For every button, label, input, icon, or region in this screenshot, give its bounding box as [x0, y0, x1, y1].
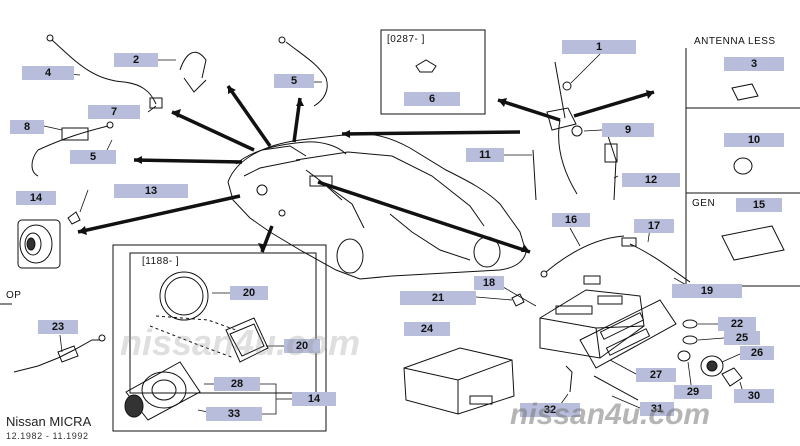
callout-32[interactable]: 32 — [520, 403, 580, 417]
harness-23 — [13, 339, 100, 373]
callout-26[interactable]: 26 — [740, 346, 774, 360]
callout-33[interactable]: 33 — [206, 407, 262, 421]
callout-23[interactable]: 23 — [38, 320, 78, 334]
callout-28[interactable]: 28 — [214, 377, 260, 391]
knob-26 — [700, 355, 724, 377]
callout-5-left[interactable]: 5 — [70, 150, 116, 164]
production-dates: 12.1982 - 11.1992 — [6, 431, 89, 441]
frame-0287 — [380, 29, 486, 115]
grille-20a — [159, 271, 209, 321]
frame-1188-inner — [129, 252, 317, 394]
washer-22 — [682, 319, 698, 329]
callout-31[interactable]: 31 — [640, 402, 674, 416]
sheet-15 — [721, 225, 785, 261]
bracket-31 — [593, 375, 639, 401]
cable-2 — [179, 51, 207, 79]
label-op: OP — [6, 290, 22, 301]
cable-8 — [37, 125, 109, 151]
callout-11[interactable]: 11 — [466, 148, 504, 162]
watermark-main: nissan4u.com — [120, 322, 361, 363]
callout-6[interactable]: 6 — [404, 92, 460, 106]
callout-12[interactable]: 12 — [622, 173, 680, 187]
cable-16 — [545, 235, 625, 273]
callout-27[interactable]: 27 — [636, 368, 676, 382]
label-0287-range: [0287- ] — [387, 34, 425, 45]
label-1188-range: [1188- ] — [142, 256, 180, 267]
callout-24[interactable]: 24 — [404, 322, 450, 336]
callout-14-bottom[interactable]: 14 — [292, 392, 336, 406]
label-antenna-less: ANTENNA LESS — [694, 36, 776, 47]
callout-13[interactable]: 13 — [114, 184, 188, 198]
washer-25 — [682, 335, 698, 345]
model-name: Nissan MICRA — [6, 414, 92, 429]
gasket-20b — [225, 317, 269, 363]
callout-5-top[interactable]: 5 — [274, 74, 314, 88]
callout-20-mid[interactable]: 20 — [284, 339, 320, 353]
speaker-28 — [124, 361, 201, 421]
arrow-heads — [78, 86, 654, 252]
callout-22[interactable]: 22 — [718, 317, 756, 331]
antenna-assembly — [532, 61, 618, 201]
faceplate-27 — [579, 299, 677, 369]
nut-29 — [677, 350, 691, 362]
cable-5-top — [285, 41, 328, 107]
knob-30 — [721, 367, 743, 387]
callout-19[interactable]: 19 — [672, 284, 742, 298]
clip-6 — [415, 59, 437, 73]
plate-3 — [731, 83, 759, 101]
frame-1188 — [112, 244, 327, 432]
callout-18[interactable]: 18 — [474, 276, 504, 290]
label-gen: GEN — [692, 198, 716, 209]
watermark-bottom: nissan4u.com — [510, 398, 711, 431]
callout-2[interactable]: 2 — [114, 53, 158, 67]
cable-4 — [51, 39, 157, 105]
callout-29[interactable]: 29 — [674, 385, 712, 399]
screw-32 — [565, 365, 573, 393]
callout-17[interactable]: 17 — [634, 219, 674, 233]
callout-4[interactable]: 4 — [22, 66, 74, 80]
amplifier-24 — [403, 347, 515, 415]
speaker-14 — [17, 219, 61, 269]
callout-21[interactable]: 21 — [400, 291, 476, 305]
callout-1[interactable]: 1 — [562, 40, 636, 54]
callout-3[interactable]: 3 — [724, 57, 784, 71]
callout-20-top[interactable]: 20 — [230, 286, 268, 300]
callout-15[interactable]: 15 — [736, 198, 782, 212]
callout-25[interactable]: 25 — [724, 331, 760, 345]
cable-17 — [629, 243, 691, 283]
radio-18 — [539, 289, 645, 359]
screw-13 — [67, 211, 81, 225]
grommet-10 — [733, 157, 753, 175]
callout-30[interactable]: 30 — [734, 389, 774, 403]
callout-10[interactable]: 10 — [724, 133, 784, 147]
callout-8[interactable]: 8 — [10, 120, 44, 134]
callout-16[interactable]: 16 — [552, 213, 590, 227]
pointer-arrows — [77, 84, 655, 254]
callout-9[interactable]: 9 — [602, 123, 654, 137]
callout-14-top[interactable]: 14 — [16, 191, 56, 205]
callout-7[interactable]: 7 — [88, 105, 140, 119]
